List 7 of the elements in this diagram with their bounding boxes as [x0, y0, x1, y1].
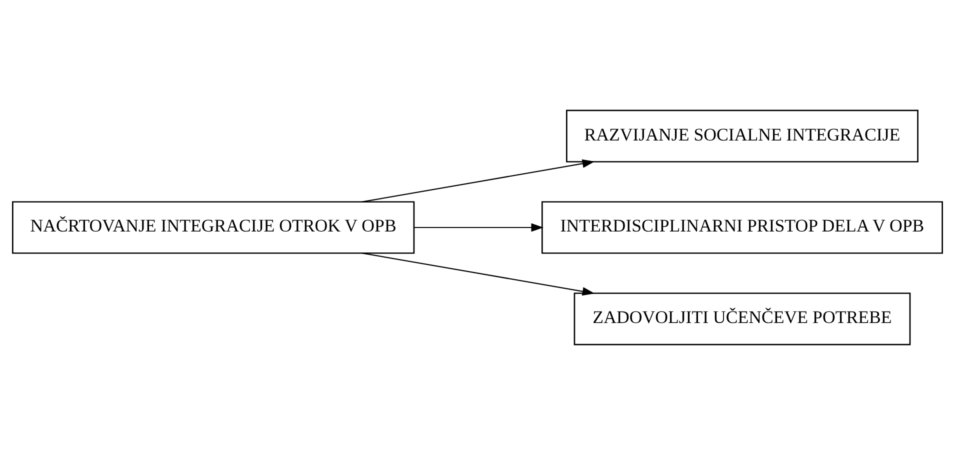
node-box: INTERDISCIPLINARNI PRISTOP DELA V OPB — [541, 200, 943, 254]
node-box: ZADOVOLJITI UČENČEVE POTREBE — [574, 292, 911, 345]
arrow — [362, 158, 595, 202]
node-box: RAZVIJANJE SOCIALNE INTEGRACIJE — [566, 109, 918, 162]
arrow — [362, 252, 595, 296]
node-box: NAČRTOVANJE INTEGRACIJE OTROK V OPB — [12, 200, 415, 254]
arrow — [414, 222, 544, 232]
